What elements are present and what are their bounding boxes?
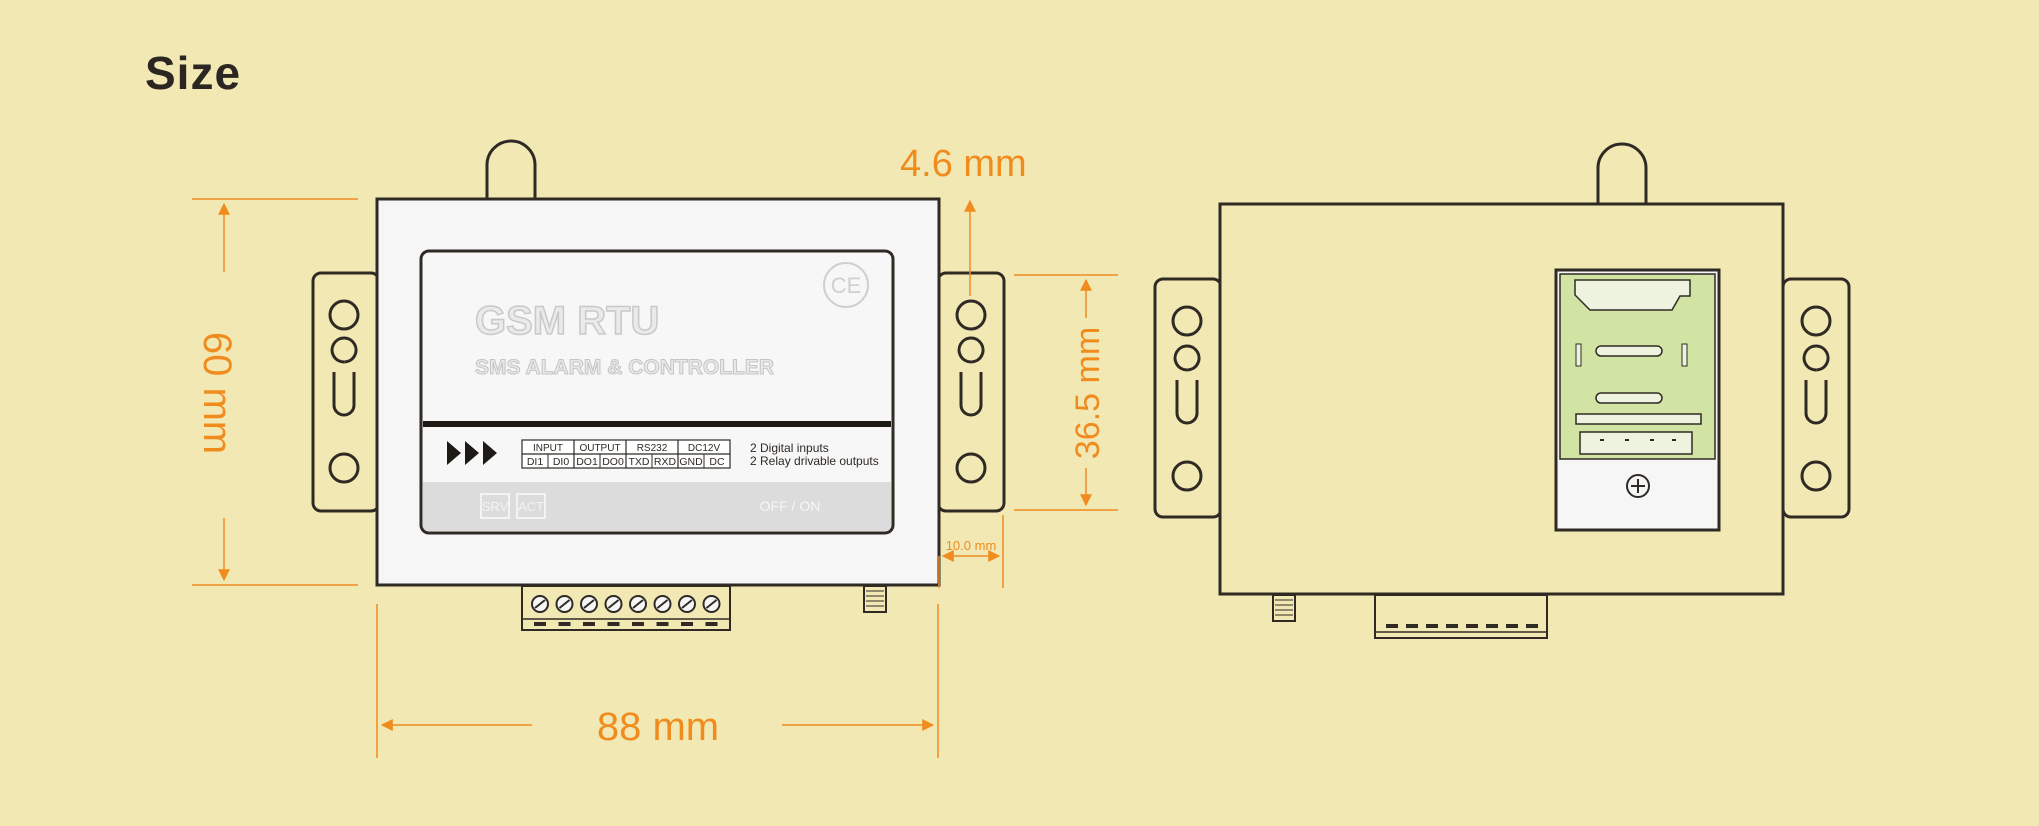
dim-ear-width-label: 10.0 mm [946,538,997,553]
front-dimensions: 60 mm 88 mm 4.6 mm 36.5 mm 10.0 mm [192,143,1118,758]
spec-line-2: 2 Relay drivable outputs [750,454,879,468]
terminal-label: TXD [629,456,650,468]
antenna-back [1596,142,1648,205]
ce-badge [823,262,869,308]
terminal-label: RXD [654,456,677,468]
page-title: Size [145,47,242,99]
terminal-label: DI1 [527,456,544,468]
arrows-icon [447,441,497,465]
terminal-slot [1466,624,1478,628]
label-panel [419,249,895,535]
mounting-ear-back-right [1781,277,1851,519]
panel-title: GSM RTU [475,299,659,343]
terminal-slot [1426,624,1438,628]
sim-slot [1554,268,1721,532]
dim-height-label: 60 mm [195,332,239,454]
terminal-block-back [1374,594,1548,639]
antenna [485,139,537,200]
terminal-slot [1386,624,1398,628]
led-act-label: ACT [518,499,544,514]
mounting-ear-left [311,271,381,513]
terminal-label: GND [679,456,703,468]
led-srv-label: SRV [482,499,509,514]
ce-mark: CE [831,273,862,298]
terminal-slot [1506,624,1518,628]
dim-width-label: 88 mm [597,705,719,749]
terminal-block [521,585,731,631]
terminal-slot [1526,624,1538,628]
terminal-group-label: INPUT [533,443,563,454]
terminal-label: DI0 [553,456,570,468]
panel-subtitle: SMS ALARM & CONTROLLER [475,356,774,379]
front-view: GSM RTU SMS ALARM & CONTROLLER CE INPUT O… [311,139,1006,631]
switch-label: OFF / ON [760,498,821,514]
terminal-group-label: DC12V [688,443,721,454]
back-view [1153,142,1851,639]
dim-top-offset-label: 4.6 mm [900,143,1027,185]
terminal-label: DO0 [602,456,624,468]
spec-line-1: 2 Digital inputs [750,441,829,455]
sma-connector-back [1272,594,1296,622]
terminal-slot [1486,624,1498,628]
sma-connector [863,585,887,613]
terminal-slot [1446,624,1458,628]
terminal-group-label: RS232 [637,443,668,454]
terminal-group-label: OUTPUT [579,443,620,454]
terminal-label: DC [709,456,725,468]
dim-ear-height-label: 36.5 mm [1069,327,1107,459]
mounting-ear-back-left [1153,277,1223,519]
mounting-ear-right [936,271,1006,513]
terminal-label: DO1 [576,456,598,468]
terminal-slot [1406,624,1418,628]
